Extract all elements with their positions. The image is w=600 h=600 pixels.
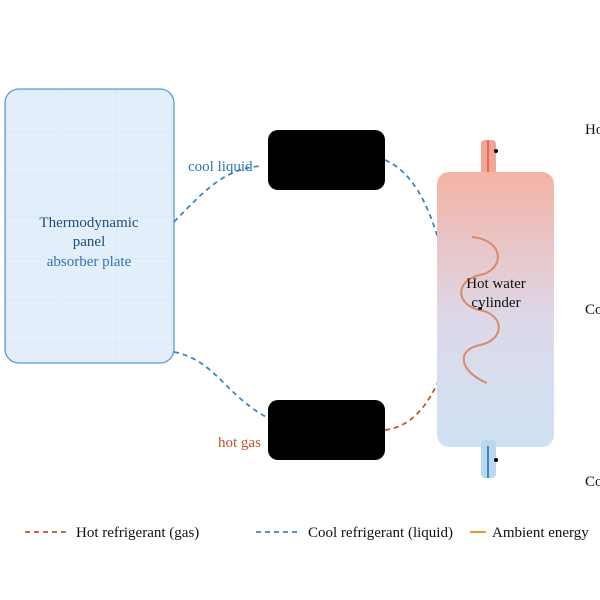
right-label-middle: Co [585,302,600,318]
legend-ambient-label: Ambient energy [492,525,589,541]
redacted-component-top [268,130,385,190]
panel-title-line2: panel [73,234,105,250]
right-label-bottom: Co [585,474,600,490]
legend: Hot refrigerant (gas) Cool refrigerant (… [25,525,589,541]
legend-hot-label: Hot refrigerant (gas) [76,525,199,541]
legend-cool-label: Cool refrigerant (liquid) [308,525,453,541]
thermodynamic-panel: Thermodynamic panel absorber plate [4,88,175,364]
panel-title-line1: Thermodynamic [39,215,138,231]
hot-gas-label: hot gas [218,435,261,451]
cool-liquid-label: cool liquid [188,159,253,175]
right-label-top: Ho [585,122,600,138]
cylinder-label-line1: Hot water [466,276,526,292]
redacted-component-bottom [268,400,385,460]
heat-exchanger-coil-icon [460,236,500,384]
panel-subtitle: absorber plate [47,254,132,270]
hot-water-cylinder: Hot water cylinder [437,140,554,478]
cylinder-label-line2: cylinder [471,295,520,311]
